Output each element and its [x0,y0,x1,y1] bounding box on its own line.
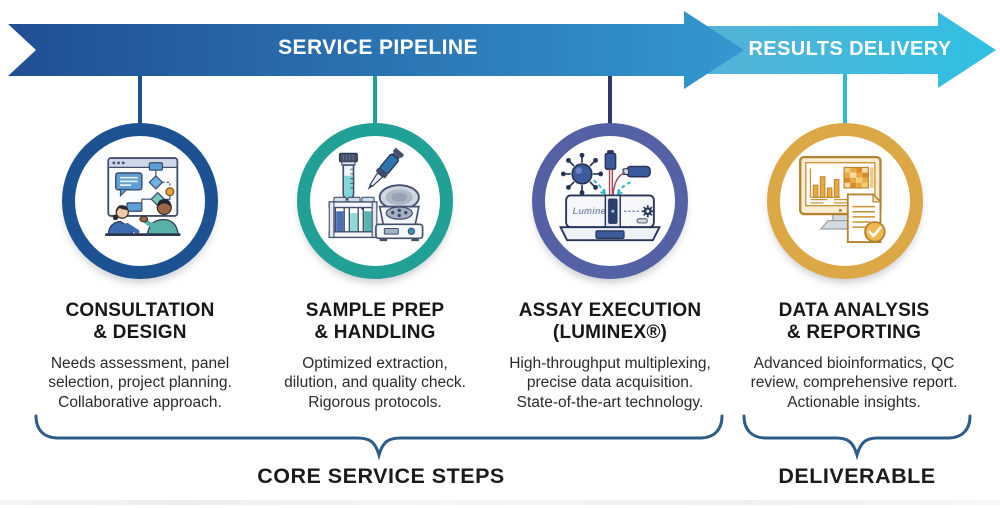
deliverable-label: DELIVERABLE [778,464,936,488]
step-title-4: DATA ANALYSIS & REPORTING [778,300,930,344]
step-description-2: Optimized extraction, dilution, and qual… [284,354,466,412]
gear-icon [641,205,654,218]
step-connector-3 [608,74,612,124]
step-connector-2 [373,74,377,124]
step-description-1: Needs assessment, panel selection, proje… [48,354,232,412]
bottom-edge-artifact [0,500,1000,505]
heatmap-thumbnail [843,166,874,189]
grouping-braces [34,414,972,461]
step-data-analysis-reporting: DATA ANALYSIS & REPORTING Advanced bioin… [725,74,965,413]
checkmark-badge-icon [864,221,886,243]
step-title-2: SAMPLE PREP & HANDLING [305,300,445,344]
step-circle-1 [62,123,218,279]
luminex-label: Luminex [573,206,612,216]
step-title-3: ASSAY EXECUTION (LUMINEX®) [518,300,702,344]
step-assay-execution: Luminex ASSAY EXECUTION (LUMINEX®) High-… [490,74,730,413]
results-delivery-label: RESULTS DELIVERY [748,38,952,60]
service-pipeline-label: SERVICE PIPELINE [278,36,478,59]
core-service-steps-label: CORE SERVICE STEPS [257,464,505,488]
luminex-instrument-icon: Luminex [559,150,661,242]
step-connector-4 [843,74,847,124]
step-sample-prep-handling: SAMPLE PREP & HANDLING Optimized extract… [255,74,495,413]
consultation-meeting-icon [105,157,181,236]
step-circle-2 [297,123,453,279]
step-consultation-design: CONSULTATION & DESIGN Needs assessment, … [20,74,260,413]
step-title-1: CONSULTATION & DESIGN [65,300,215,344]
deliverable-brace [742,414,972,461]
step-circle-3: Luminex [532,123,688,279]
sample-prep-icon [328,147,424,242]
step-circle-4 [767,123,923,279]
step-description-3: High-throughput multiplexing, precise da… [509,354,711,412]
step-connector-1 [138,74,142,124]
core-steps-brace [34,414,724,461]
step-description-4: Advanced bioinformatics, QC review, comp… [750,354,958,412]
analysis-report-icon [799,155,886,243]
